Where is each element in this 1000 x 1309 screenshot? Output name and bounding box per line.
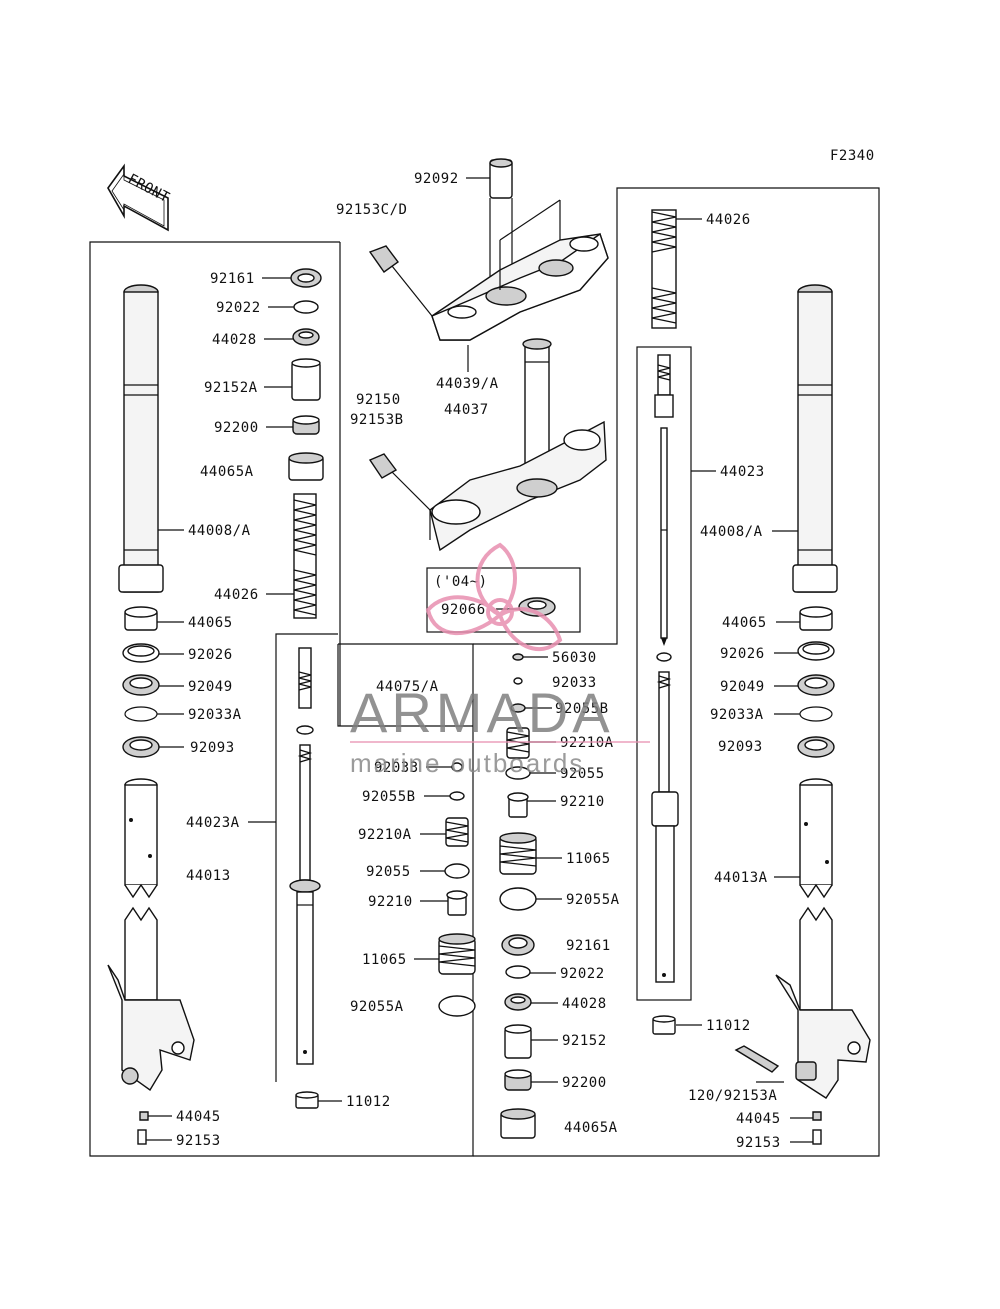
right-fork-box — [473, 187, 880, 1157]
damper-rod-box — [636, 346, 692, 1001]
left-fork-box-inner — [337, 644, 340, 727]
label-92200-left: 92200 — [214, 420, 259, 436]
label-92210a-center: 92210A — [560, 735, 614, 751]
label-92161-center: 92161 — [566, 938, 611, 954]
label-92161-left: 92161 — [210, 271, 255, 287]
label-92210-center: 92210 — [560, 794, 605, 810]
label-92153cd: 92153C/D — [336, 202, 407, 218]
label-92200-center: 92200 — [562, 1075, 607, 1091]
label-44065a-left: 44065A — [200, 464, 254, 480]
label-44023a-left: 44023A — [186, 815, 240, 831]
figure-code: F2340 — [830, 148, 875, 164]
label-92055b-mid: 92055B — [362, 789, 416, 805]
leader-lines — [146, 177, 813, 1143]
label-92022-center: 92022 — [560, 966, 605, 982]
label-44075a: 44075/A — [376, 679, 439, 695]
label-92153-left: 92153 — [176, 1133, 221, 1149]
label-92210a-mid: 92210A — [358, 827, 412, 843]
armada-watermark: ARMADA marine outboards — [350, 542, 650, 778]
label-11012-right: 11012 — [706, 1018, 751, 1034]
right-seal-stack — [797, 606, 835, 758]
left-cartridge-rod — [289, 647, 321, 1065]
label-92049-left: 92049 — [188, 679, 233, 695]
label-11065-mid: 11065 — [362, 952, 407, 968]
upper-triple-clamp — [368, 158, 609, 341]
left-fork-box — [89, 241, 474, 1157]
right-spring — [651, 209, 677, 329]
right-damper-rod — [651, 354, 679, 983]
label-44028-center: 44028 — [562, 996, 607, 1012]
label-44013-left: 44013 — [186, 868, 231, 884]
label-92049-right: 92049 — [720, 679, 765, 695]
middle-right-stack — [499, 653, 537, 1139]
watermark-brand: ARMADA — [350, 681, 614, 744]
label-92026-right: 92026 — [720, 646, 765, 662]
label-92026-left: 92026 — [188, 647, 233, 663]
label-44008a-left: 44008/A — [188, 523, 251, 539]
label-44013a-right: 44013A — [714, 870, 768, 886]
left-inner-tube — [107, 778, 195, 1145]
label-11012-mid: 11012 — [346, 1094, 391, 1110]
right-bottom-collar — [652, 1015, 676, 1035]
label-92033-center: 92033 — [552, 675, 597, 691]
label-92033-mid: 92033 — [374, 760, 419, 776]
label-92093-left: 92093 — [190, 740, 235, 756]
label-92153-right: 92153 — [736, 1135, 781, 1151]
label-44065-right: 44065 — [722, 615, 767, 631]
cartridge-box — [275, 633, 338, 1082]
part-number-labels: 92092 92153C/D 44039/A 44037 92150 92153… — [176, 171, 781, 1151]
label-44065a-center: 44065A — [564, 1120, 618, 1136]
label-92150: 92150 — [356, 392, 401, 408]
label-44045-right: 44045 — [736, 1111, 781, 1127]
middle-bottom-collar — [295, 1091, 319, 1109]
year-note-box — [426, 567, 581, 633]
label-56030: 56030 — [552, 650, 597, 666]
label-92055b-center: 92055B — [555, 701, 609, 717]
watermark-tagline: marine outboards — [350, 748, 584, 778]
label-44008a-right: 44008/A — [700, 524, 763, 540]
right-outer-tube — [792, 284, 838, 593]
right-inner-tube — [734, 778, 871, 1145]
label-44045-left: 44045 — [176, 1109, 221, 1125]
label-92093-right: 92093 — [718, 739, 763, 755]
label-92022-left: 92022 — [216, 300, 261, 316]
label-92210-mid: 92210 — [368, 894, 413, 910]
left-spring — [293, 499, 317, 616]
left-seal-stack — [122, 606, 160, 758]
label-92153b: 92153B — [350, 412, 404, 428]
label-92066: 92066 — [441, 602, 486, 618]
label-11065-center: 11065 — [566, 851, 611, 867]
label-92033a-right: 92033A — [710, 707, 764, 723]
label-92055-center: 92055 — [560, 766, 605, 782]
year-note: ('04~) — [434, 574, 488, 590]
label-92055a-center: 92055A — [566, 892, 620, 908]
label-44065-left: 44065 — [188, 615, 233, 631]
label-92033a-left: 92033A — [188, 707, 242, 723]
left-top-parts — [288, 268, 324, 619]
left-outer-tube — [118, 284, 164, 593]
label-120-92153a-right: 120/92153A — [688, 1088, 777, 1104]
label-44028-left: 44028 — [212, 332, 257, 348]
steering-stem-lower-clamp — [368, 338, 607, 617]
label-92055-mid: 92055 — [366, 864, 411, 880]
label-92152-center: 92152 — [562, 1033, 607, 1049]
label-92152a-left: 92152A — [204, 380, 258, 396]
label-44039a: 44039/A — [436, 376, 499, 392]
label-44023-right: 44023 — [720, 464, 765, 480]
label-44026-left: 44026 — [214, 587, 259, 603]
label-44026-right: 44026 — [706, 212, 751, 228]
middle-left-stack — [438, 762, 476, 1017]
label-44037: 44037 — [444, 402, 489, 418]
label-92055a-mid: 92055A — [350, 999, 404, 1015]
front-direction-arrow-icon: FRONT — [107, 163, 172, 232]
label-92092: 92092 — [414, 171, 459, 187]
propeller-logo-icon — [425, 542, 563, 652]
